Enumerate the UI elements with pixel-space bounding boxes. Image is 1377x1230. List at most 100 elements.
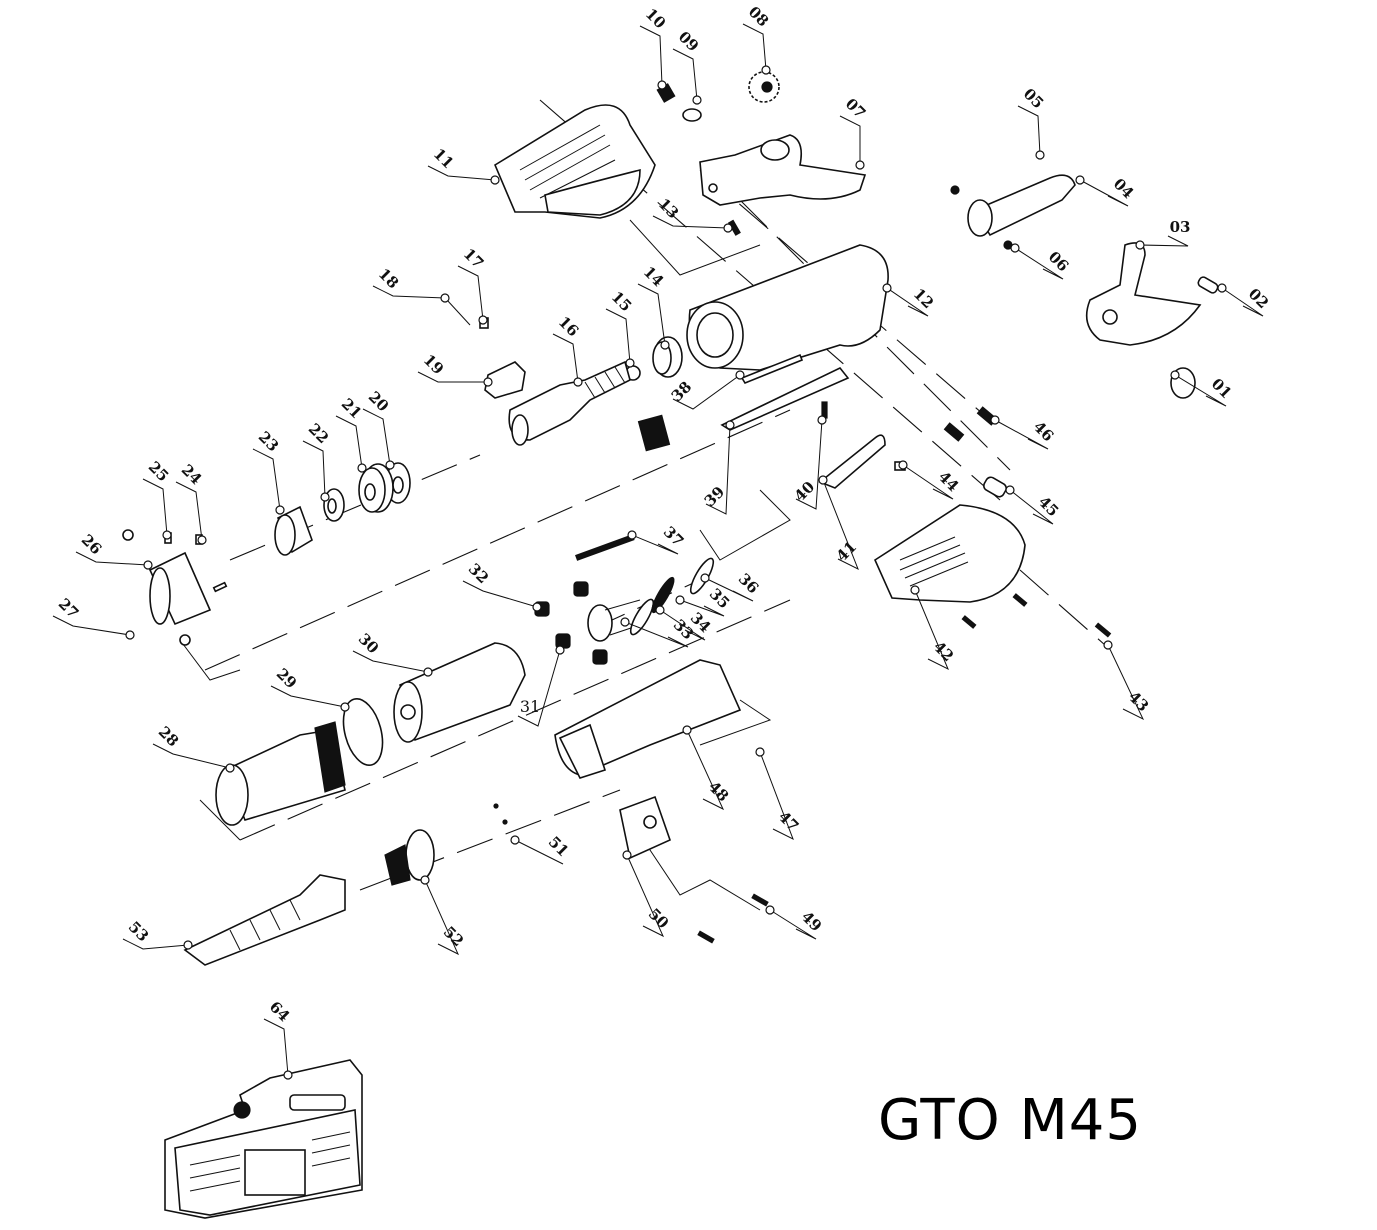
callout-leader-line [457, 265, 484, 321]
callout-dot [620, 617, 630, 627]
part-50-trigger-guard [619, 795, 671, 860]
part-01-to-06-blade-assembly [950, 174, 1219, 399]
callout-53: 53 [122, 918, 193, 950]
part-48-front-housing [554, 659, 742, 779]
callout-label: 39 [701, 483, 728, 510]
callout-leader-line [252, 448, 281, 511]
callout-dot [385, 460, 395, 470]
callout-leader-line [427, 165, 496, 181]
callout-38: 38 [668, 370, 745, 410]
callout-leader-line [672, 48, 698, 101]
callout-dot [483, 377, 493, 387]
callout-07: 07 [839, 95, 869, 170]
callout-dot [357, 463, 367, 473]
callout-leader-line [679, 599, 725, 617]
callout-22: 22 [302, 420, 332, 502]
part-51-pin [493, 803, 499, 809]
callout-label: 09 [675, 28, 702, 55]
callout-31: 31 [517, 645, 565, 727]
callout-leader-line [637, 283, 666, 346]
callout-06: 06 [1010, 243, 1072, 280]
callout-leader-line [352, 650, 429, 673]
callout-dot [1075, 175, 1085, 185]
callout-label: 14 [640, 263, 667, 290]
callout-29: 29 [270, 665, 350, 712]
callout-dot [725, 420, 735, 430]
callout-dot [700, 573, 710, 583]
callout-label: 21 [338, 395, 365, 422]
callout-dot [440, 293, 450, 303]
callout-44: 44 [898, 460, 962, 500]
callout-dot [183, 940, 193, 950]
callout-dot [555, 645, 565, 655]
callout-label: 02 [1245, 285, 1272, 312]
part-34-disc [629, 598, 655, 636]
callout-label: 35 [706, 585, 733, 612]
part-52-threaded-nut [384, 829, 435, 886]
callout-dot [162, 530, 172, 540]
callout-leader-line [335, 415, 363, 469]
callout-dot [143, 560, 153, 570]
callout-leader-line [175, 481, 203, 541]
callout-leader-line [686, 729, 725, 811]
callout-dot [625, 358, 635, 368]
callout-dot [423, 667, 433, 677]
callout-dot [765, 905, 775, 915]
callout-dot [573, 377, 583, 387]
callout-leader-line [652, 215, 729, 229]
callout-47: 47 [755, 747, 802, 841]
callout-leader-line [270, 685, 346, 708]
part-12-main-housing [686, 244, 889, 371]
part-35-disc [651, 576, 675, 614]
callout-dot [660, 340, 670, 350]
callout-leader-line [1174, 374, 1227, 407]
callout-label: 52 [440, 923, 467, 950]
callout-leader-line [822, 479, 859, 571]
callout-14: 14 [637, 263, 670, 350]
part-21-bearing [358, 463, 394, 513]
screw [943, 422, 965, 442]
part-14-ring [652, 336, 683, 378]
callout-dot [1103, 640, 1113, 650]
callout-11: 11 [427, 145, 500, 185]
callout-leader-line [1107, 644, 1145, 721]
callout-39: 39 [701, 420, 735, 515]
part-37-spring [575, 534, 635, 561]
callout-dot [675, 595, 685, 605]
callout-dot [125, 630, 135, 640]
callout-label: 42 [930, 638, 957, 665]
callout-17: 17 [457, 245, 488, 325]
part-43-screw [1094, 622, 1112, 638]
callout-label: 53 [125, 918, 152, 945]
callout-label: 16 [555, 313, 582, 340]
callout-dot [990, 415, 1000, 425]
callout-46: 46 [990, 415, 1057, 450]
callout-leader-line [517, 649, 561, 727]
callout-20: 20 [362, 388, 395, 470]
part-40-41-trigger-link [818, 401, 886, 489]
callout-leader-line [1139, 235, 1189, 247]
callout-label: 05 [1020, 85, 1047, 112]
screw [961, 615, 977, 629]
callout-30: 30 [352, 630, 433, 677]
callout-23: 23 [252, 428, 285, 515]
callout-03: 03 [1135, 218, 1190, 250]
callout-leader-line [1079, 179, 1129, 207]
callout-dot [283, 1070, 293, 1080]
callout-leader-line [795, 419, 823, 510]
callout-37: 37 [627, 523, 687, 555]
callout-label: 10 [642, 5, 669, 32]
callout-label: 25 [145, 458, 172, 485]
callout-dot [1217, 283, 1227, 293]
callout-label: 27 [55, 595, 82, 622]
callout-35: 35 [675, 585, 733, 617]
callout-label: 31 [520, 697, 540, 716]
callout-dot [882, 283, 892, 293]
callout-leader-line [1014, 247, 1064, 280]
callout-dot [1035, 150, 1045, 160]
callout-dot [478, 315, 488, 325]
callout-leader-line [122, 938, 189, 950]
callout-dot [225, 763, 235, 773]
callout-dot [510, 835, 520, 845]
callout-leader-line [462, 580, 538, 608]
